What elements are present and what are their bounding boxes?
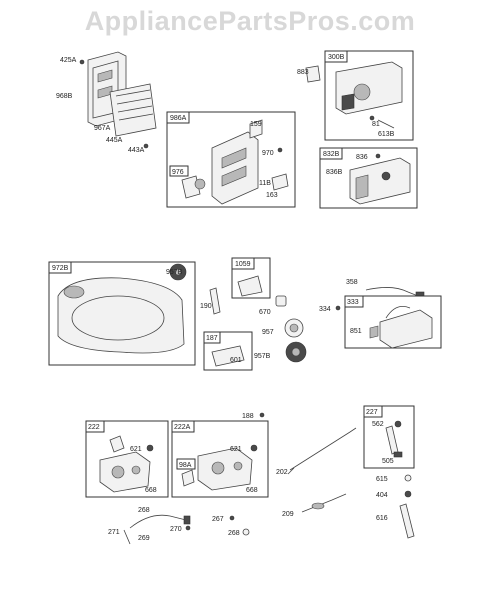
part-label: 601	[230, 357, 242, 364]
cup-part	[285, 341, 307, 363]
washer-icon	[404, 474, 412, 482]
box-tag: 832B	[323, 151, 340, 158]
part-label: 668	[145, 487, 157, 494]
screw-icon	[79, 59, 85, 65]
part-label: 443A	[128, 147, 145, 154]
parts-box-333: 333	[344, 295, 442, 349]
parts-box-972b: 972B	[48, 261, 196, 366]
part-label: 836	[356, 154, 368, 161]
part-label: 970	[262, 150, 274, 157]
part-label: 190	[200, 303, 212, 310]
part-label: 621	[130, 446, 142, 453]
screw-icon	[335, 305, 341, 311]
part-label: 445A	[106, 137, 123, 144]
washer-icon	[242, 528, 250, 536]
clip-icon	[185, 525, 191, 531]
box-tag: 222A	[174, 424, 191, 431]
shaft-part	[209, 287, 221, 315]
part-label: 851	[350, 328, 362, 335]
throttle-linkage	[287, 427, 357, 475]
muffler-gasket	[305, 65, 321, 83]
part-label: 425A	[60, 57, 77, 64]
part-label: 836B	[326, 169, 343, 176]
part-label: 269	[138, 535, 150, 542]
part-label: 270	[170, 526, 182, 533]
part-label: 621	[230, 446, 242, 453]
part-label: 81	[372, 121, 380, 128]
watermark-text: AppliancePartsPros.com	[84, 6, 416, 36]
part-label: 505	[382, 458, 394, 465]
parts-box-222a: 222A 98A	[171, 420, 269, 498]
box-tag: 972B	[52, 265, 69, 272]
part-label: 670	[259, 309, 271, 316]
part-label: 957	[262, 329, 274, 336]
box-tag: 1059	[235, 261, 251, 268]
control-lever	[399, 503, 415, 539]
part-label: 202	[276, 469, 288, 476]
box-tag: 227	[366, 409, 378, 416]
part-label: 188	[242, 413, 254, 420]
exploded-parts-diagram: 425A 968B 967A 445A 443A 986A 976 159 97…	[48, 50, 442, 545]
parts-box-222: 222	[85, 420, 169, 498]
part-label: 11B	[259, 180, 271, 187]
part-label: 613B	[378, 131, 395, 138]
cable-assembly	[123, 514, 191, 545]
nut-icon	[404, 490, 412, 498]
site-header: AppliancePartsPros.com	[0, 0, 500, 40]
box-tag: 333	[347, 299, 359, 306]
part-label: 967A	[94, 125, 111, 132]
parts-box-1059: 1059	[231, 257, 271, 299]
parts-box-986a: 986A 976	[166, 111, 296, 208]
part-label: 163	[266, 192, 278, 199]
screw-icon	[229, 515, 235, 521]
part-label: 968B	[56, 93, 73, 100]
part-label: 267	[212, 516, 224, 523]
part-label: 159	[250, 121, 262, 128]
flywheel-part	[284, 318, 304, 338]
air-filter-assembly	[79, 51, 157, 149]
part-label: 562	[372, 421, 384, 428]
part-label: 268	[138, 507, 150, 514]
screw-icon	[143, 143, 149, 149]
part-label: 268	[228, 530, 240, 537]
screw-icon	[259, 412, 265, 418]
box-tag: 187	[206, 335, 218, 342]
parts-box-832b: 832B	[319, 147, 418, 209]
parts-box-187: 187	[203, 331, 253, 371]
box-tag: 98A	[179, 462, 192, 469]
part-label: 957B	[254, 353, 271, 360]
part-label: 358	[346, 279, 358, 286]
parts-box-300b: 300B	[324, 50, 414, 141]
box-tag: 300B	[328, 54, 345, 61]
part-label: 209	[282, 511, 294, 518]
box-tag: 986A	[170, 115, 187, 122]
box-tag: 976	[172, 169, 184, 176]
spring-link	[301, 493, 347, 513]
part-label: 615	[376, 476, 388, 483]
box-tag: 222	[88, 424, 100, 431]
part-label: 271	[108, 529, 120, 536]
parts-box-227: 227	[363, 405, 415, 469]
part-label: 957B	[166, 269, 183, 276]
spacer-part	[275, 295, 287, 307]
part-label: 883	[297, 69, 309, 76]
part-label: 404	[376, 492, 388, 499]
part-label: 334	[319, 306, 331, 313]
part-label: 668	[246, 487, 258, 494]
part-label: 616	[376, 515, 388, 522]
